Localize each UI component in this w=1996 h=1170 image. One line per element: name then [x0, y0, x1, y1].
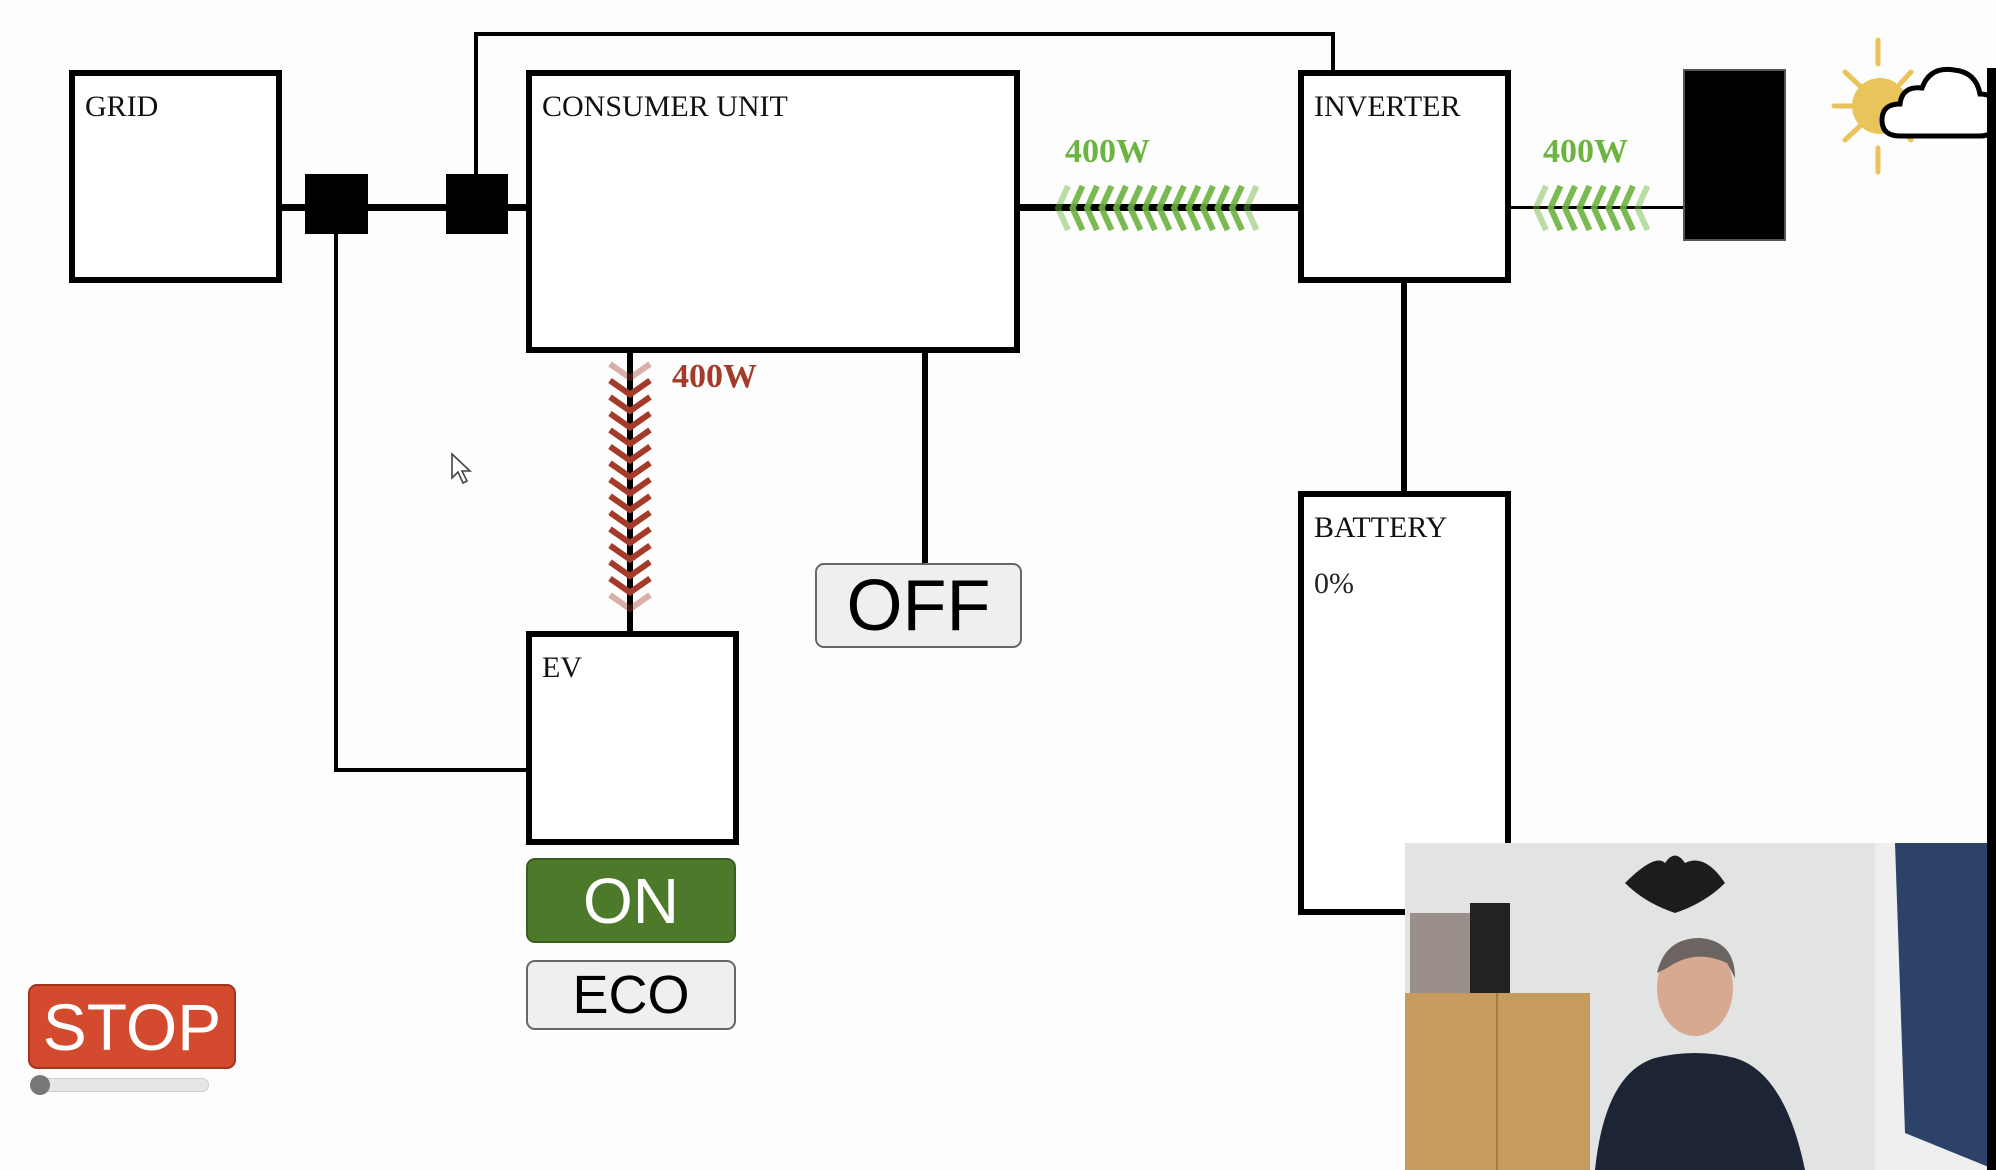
speed-slider[interactable]	[30, 1075, 209, 1095]
flow-chevron	[1112, 184, 1129, 232]
chevron-left-icon	[1532, 184, 1651, 232]
flow-chevron	[1083, 184, 1100, 232]
screen-edge	[1987, 68, 1996, 1170]
flow-chevron	[608, 477, 652, 498]
flow-chevron	[608, 493, 652, 514]
flow-chevron	[608, 394, 652, 415]
grid-node: GRID	[69, 70, 282, 283]
flow-chevron	[608, 576, 652, 597]
flow-chevron	[1214, 184, 1231, 232]
wire-junction-to-ev-vertical	[334, 234, 338, 772]
flow-chevron	[1054, 184, 1071, 232]
flow-chevron	[1576, 184, 1593, 232]
flow-chevron	[608, 510, 652, 531]
ev-label: EV	[542, 651, 582, 684]
flow-chevron	[608, 460, 652, 481]
flow-chevron	[1619, 184, 1636, 232]
webcam-scene	[1405, 843, 1996, 1170]
wire-top-loop-horizontal	[474, 32, 1335, 36]
flow-chevron	[1561, 184, 1578, 232]
wire-consumer-to-appliance	[922, 351, 928, 565]
inverter-label: INVERTER	[1314, 90, 1461, 123]
grid-label: GRID	[85, 90, 159, 123]
battery-label: BATTERY	[1314, 511, 1448, 544]
consumer-unit-label: CONSUMER UNIT	[542, 90, 788, 123]
wire-top-loop-left-vertical	[474, 32, 478, 176]
consumer-unit-node: CONSUMER UNIT	[526, 70, 1020, 353]
flow-chevron	[1170, 184, 1187, 232]
speed-slider-thumb[interactable]	[30, 1075, 50, 1095]
junction-meter-2	[446, 174, 508, 234]
ev-eco-button[interactable]: ECO	[526, 960, 736, 1030]
flow-chevron	[1098, 184, 1115, 232]
sun-behind-cloud-icon	[1831, 37, 1996, 175]
inverter-node: INVERTER	[1298, 70, 1511, 283]
wire-inverter-to-battery	[1401, 281, 1407, 493]
flow-chevron	[608, 411, 652, 432]
wire-grid-to-junction	[281, 204, 526, 211]
ev-on-button[interactable]: ON	[526, 858, 736, 943]
flow-label-inverter-to-consumer: 400W	[1065, 133, 1150, 170]
flow-chevron	[1156, 184, 1173, 232]
flow-chevron	[608, 543, 652, 564]
flow-chevron	[1199, 184, 1216, 232]
appliance-toggle-button[interactable]: OFF	[815, 563, 1022, 648]
flow-chevron	[608, 427, 652, 448]
flow-chevron	[608, 378, 652, 399]
flow-chevron	[1243, 184, 1260, 232]
chevron-down-icon	[608, 361, 652, 613]
flow-chevron	[1605, 184, 1622, 232]
mouse-cursor-icon	[451, 452, 473, 485]
flow-chevron	[1532, 184, 1549, 232]
flow-chevron	[608, 526, 652, 547]
flow-chevron	[1634, 184, 1651, 232]
flow-chevron	[608, 559, 652, 580]
flow-chevron	[1069, 184, 1086, 232]
flow-label-panel-to-inverter: 400W	[1543, 133, 1628, 170]
flow-chevron	[1547, 184, 1564, 232]
flow-chevron	[1590, 184, 1607, 232]
wire-top-loop-right-vertical	[1331, 32, 1335, 72]
wire-junction-to-ev-horizontal	[334, 768, 528, 772]
flow-label-consumer-to-ev: 400W	[672, 358, 757, 395]
flow-chevron	[608, 444, 652, 465]
flow-chevron	[608, 361, 652, 382]
flow-chevron	[1228, 184, 1245, 232]
battery-charge: 0%	[1314, 567, 1354, 600]
flow-arrows-panel-to-inverter	[1532, 184, 1651, 232]
junction-meter-1	[305, 174, 368, 234]
stop-button[interactable]: STOP	[28, 984, 236, 1069]
flow-arrows-consumer-to-ev	[608, 361, 652, 613]
flow-chevron	[608, 592, 652, 613]
flow-chevron	[1185, 184, 1202, 232]
flow-chevron	[1141, 184, 1158, 232]
webcam-overlay	[1405, 843, 1996, 1170]
ev-node: EV	[526, 631, 739, 845]
flow-chevron	[1127, 184, 1144, 232]
solar-panel	[1685, 71, 1784, 239]
chevron-left-icon	[1054, 184, 1260, 232]
flow-arrows-inverter-to-consumer	[1054, 184, 1260, 232]
